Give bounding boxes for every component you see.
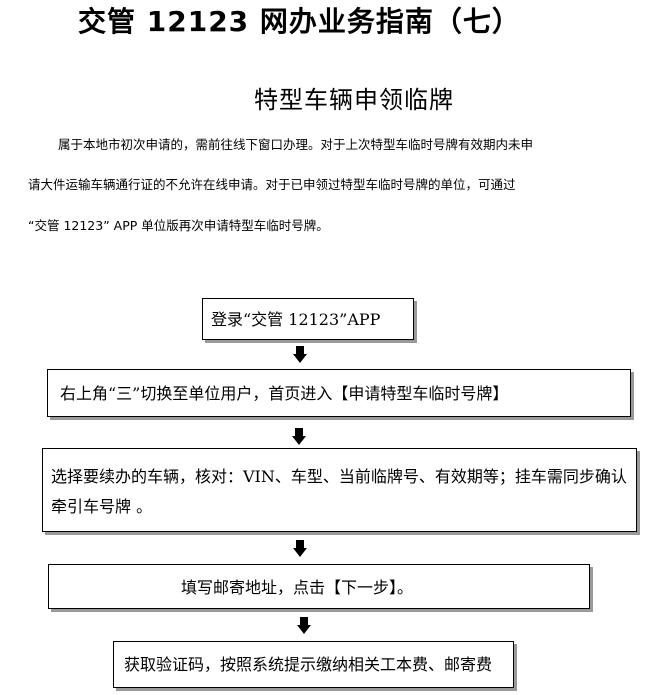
down-arrow-icon <box>293 346 307 363</box>
flow-step-3-select-vehicle: 选择要续办的车辆，核对：VIN、车型、当前临牌号、有效期等；挂车需同步确认牵引车… <box>42 448 637 532</box>
document-title: 交管 12123 网办业务指南（七） <box>78 5 521 38</box>
down-arrow-icon <box>292 428 306 445</box>
intro-paragraph-line-1: 属于本地市初次申请的，需前往线下窗口办理。对于上次特型车临时号牌有效期内未申 <box>58 137 534 152</box>
document-subtitle: 特型车辆申领临牌 <box>254 86 454 114</box>
down-arrow-icon <box>297 617 311 634</box>
flow-step-4-mailing-address: 填写邮寄地址，点击【下一步】。 <box>48 564 590 609</box>
flow-step-5-payment: 获取验证码，按照系统提示缴纳相关工本费、邮寄费 <box>113 641 514 688</box>
down-arrow-icon <box>293 540 307 557</box>
intro-paragraph-line-2: 请大件运输车辆通行证的不允许在线申请。对于已申领过特型车临时号牌的单位，可通过 <box>28 177 516 192</box>
flow-step-2-switch-user: 右上角“三”切换至单位用户，首页进入【申请特型车临时号牌】 <box>47 369 631 417</box>
flow-step-1-login: 登录“交管 12123”APP <box>202 298 414 340</box>
intro-paragraph-line-3: “交管 12123” APP 单位版再次申请特型车临时号牌。 <box>28 218 329 233</box>
